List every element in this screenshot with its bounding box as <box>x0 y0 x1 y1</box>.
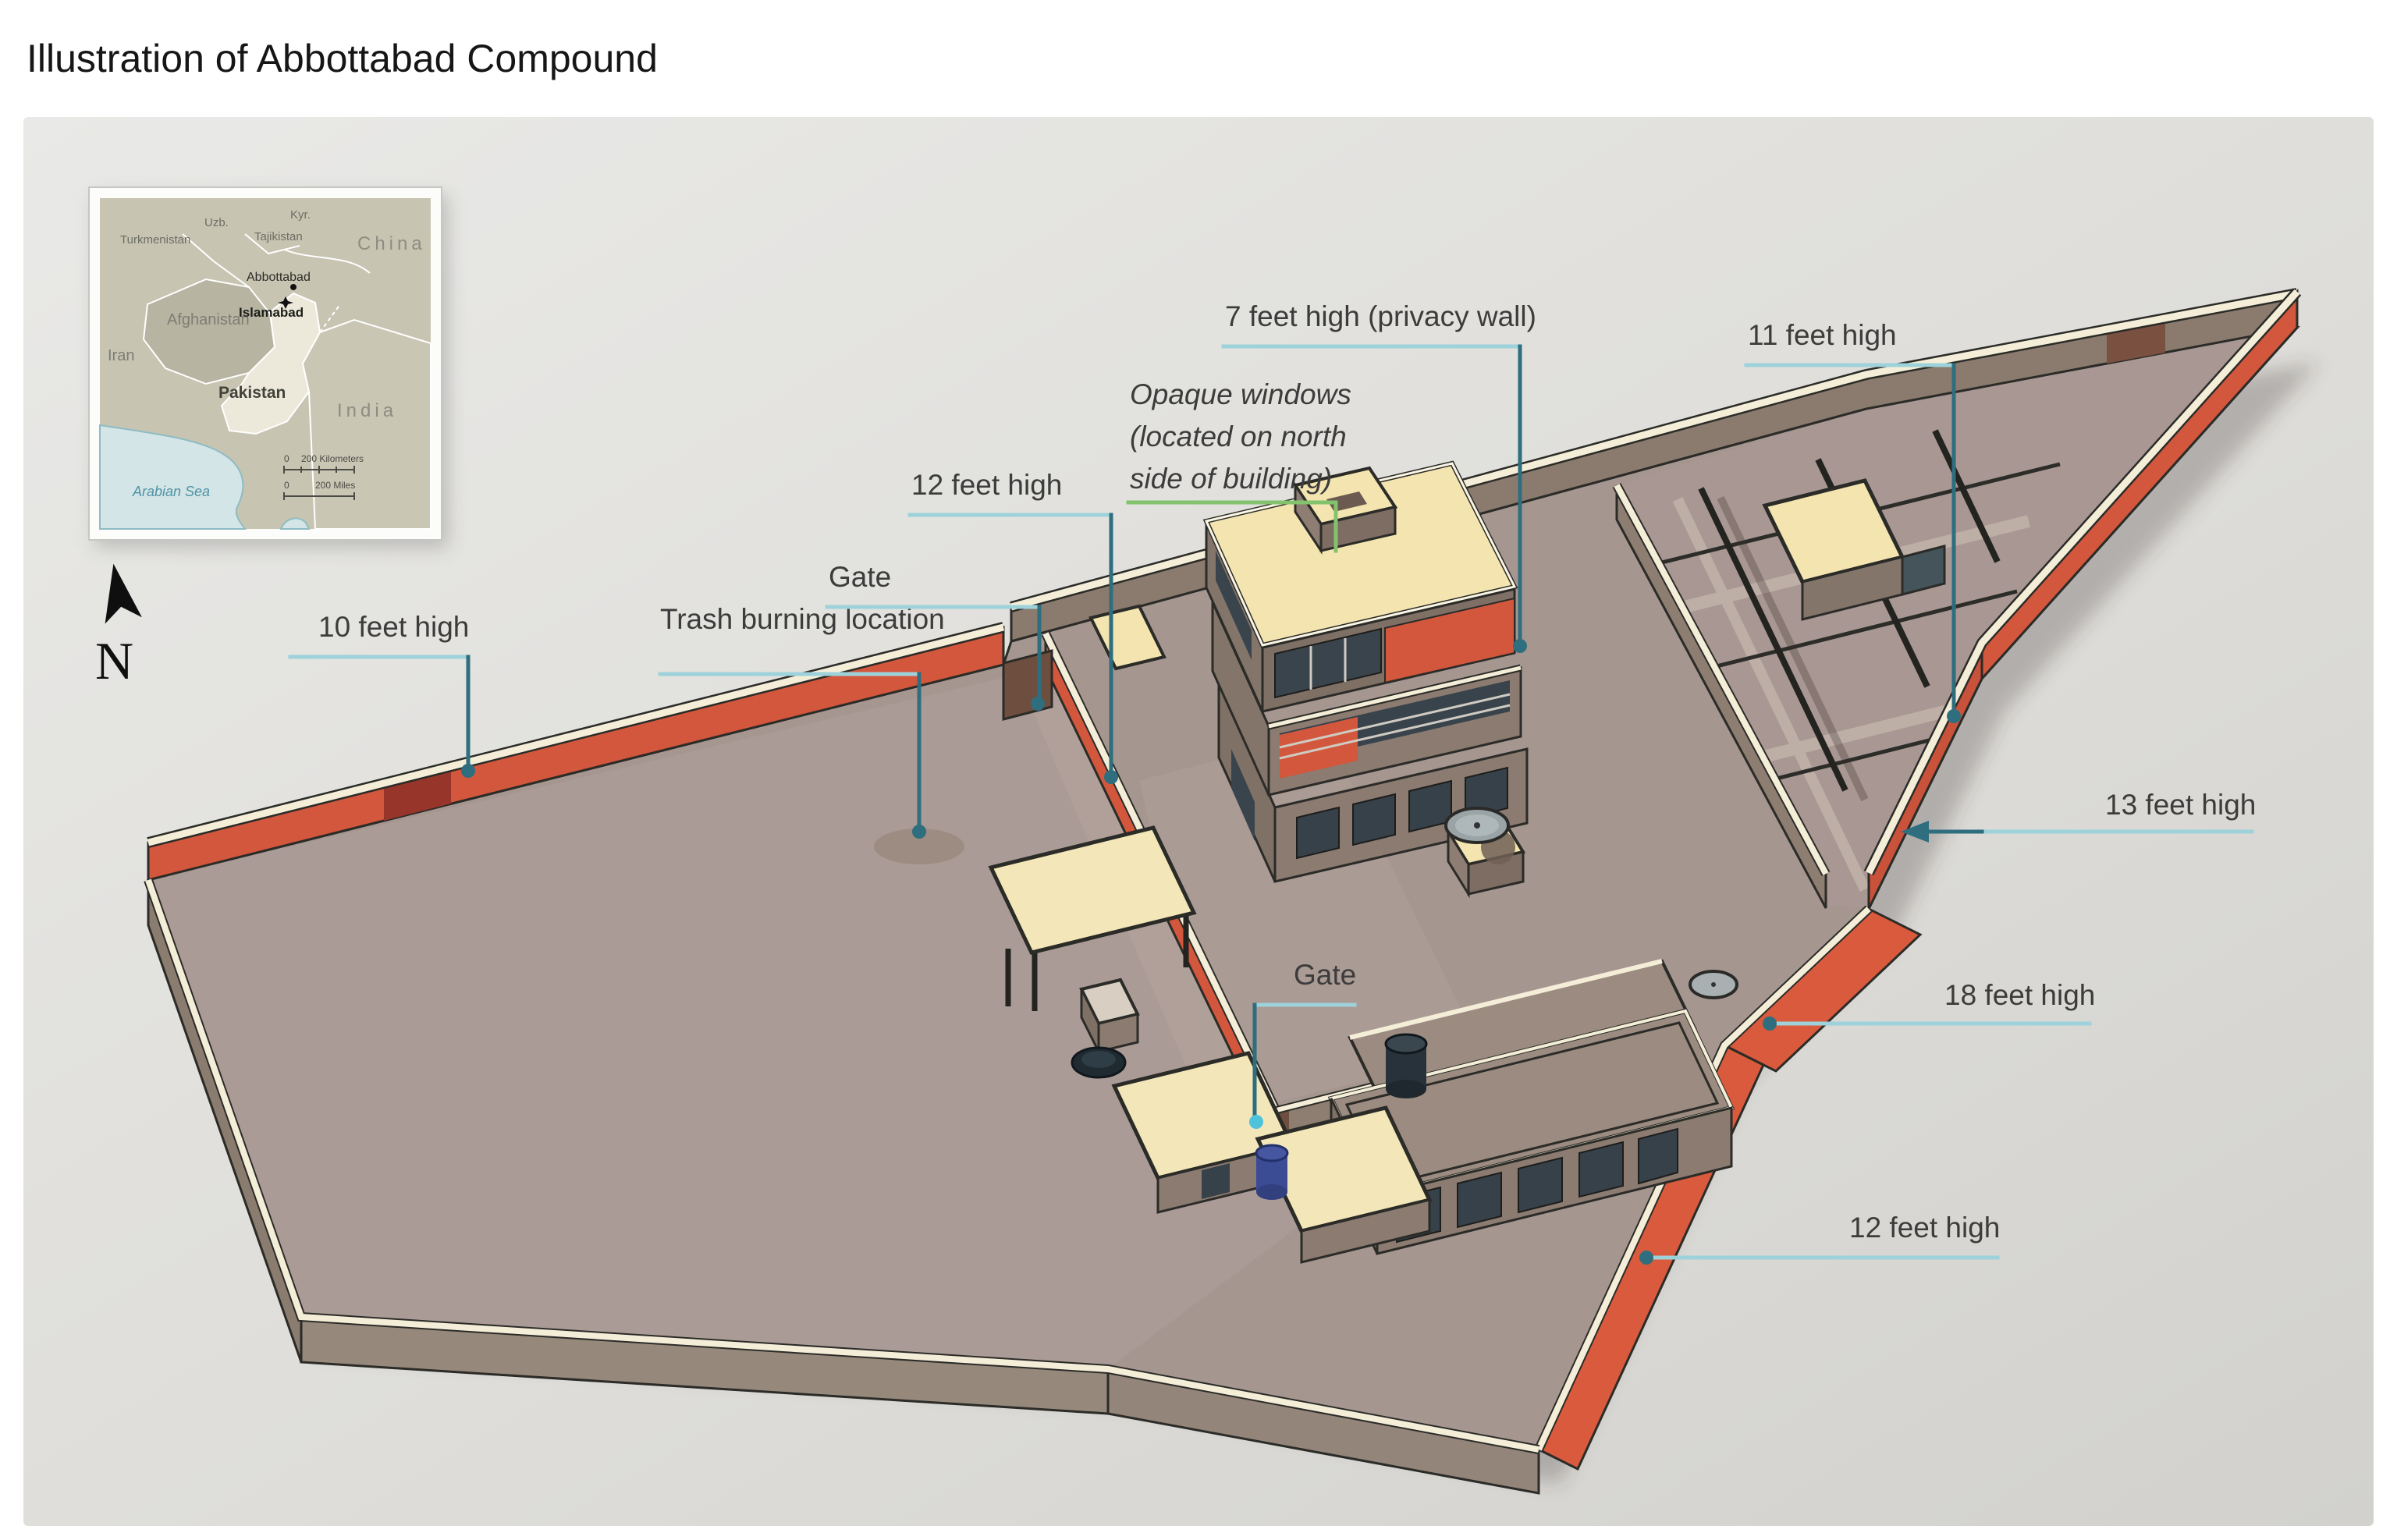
privacy-wall-7ft <box>1384 597 1515 684</box>
callout-privacy-wall: 7 feet high (privacy wall) <box>1221 300 1536 653</box>
map-label-uzb: Uzb. <box>204 216 229 229</box>
callout-gate-inner: Gate <box>1249 959 1357 1129</box>
trellis-table <box>988 825 1197 1011</box>
compound-drawing <box>144 288 2319 1495</box>
blue-barrel <box>1255 1144 1289 1200</box>
map-label-islamabad: Islamabad <box>239 305 304 320</box>
ground-basin <box>1071 1046 1127 1079</box>
map-scale-mi: 200 Miles <box>315 480 355 491</box>
map-arabian-sea <box>99 424 247 530</box>
label-gate-inner: Gate <box>1294 959 1356 991</box>
map-label-arabian-sea: Arabian Sea <box>132 484 210 499</box>
south-wall-top <box>145 878 1539 1453</box>
callout-12ft-south: 12 feet high <box>1639 1212 2000 1265</box>
map-pakistan-shape <box>220 292 321 435</box>
trash-burning-spot <box>874 829 964 864</box>
annotation-labels: 10 feet high Trash burning location Gate… <box>288 300 2256 1265</box>
map-scale-km: 200 Kilometers <box>301 453 364 464</box>
label-privacy-wall: 7 feet high (privacy wall) <box>1225 300 1536 332</box>
compass-label: N <box>95 631 133 690</box>
map-label-china: China <box>357 233 426 254</box>
main-house <box>1202 460 1529 883</box>
garden-ground <box>1617 328 2297 909</box>
stool-cube <box>1079 978 1140 1053</box>
garden-shed <box>1762 478 1946 621</box>
label-18ft: 18 feet high <box>1944 979 2095 1011</box>
callout-gate-north: Gate <box>825 561 1045 711</box>
southeast-wall-top <box>1536 907 1871 1451</box>
label-gate-north: Gate <box>829 561 891 593</box>
label-12ft-top: 12 feet high <box>911 469 1062 501</box>
map-label-iran: Iran <box>108 347 134 364</box>
label-11ft: 11 feet high <box>1748 319 1897 351</box>
water-tank <box>1384 1033 1428 1098</box>
callout-12ft-top: 12 feet high <box>907 469 1118 784</box>
callout-18ft: 18 feet high <box>1763 979 2095 1031</box>
floor2-red-panel <box>1280 717 1358 779</box>
main-gate <box>1002 649 1053 721</box>
callout-opaque-windows: Opaque windows (located on north side of… <box>1126 378 1351 553</box>
compass: N <box>95 563 142 690</box>
north-wall-top <box>147 623 1005 846</box>
label-13ft: 13 feet high <box>2105 789 2256 821</box>
label-opaque-1: Opaque windows <box>1130 378 1351 410</box>
map-label-india: India <box>337 400 397 421</box>
label-10ft: 10 feet high <box>318 611 469 643</box>
map-label-kyr: Kyr. <box>290 208 311 222</box>
abbottabad-marker-icon <box>290 284 297 290</box>
north-arrow-icon <box>105 563 142 624</box>
map-label-turkmenistan: Turkmenistan <box>120 233 190 247</box>
callout-11ft: 11 feet high <box>1744 319 1961 723</box>
east-wall-top <box>1865 289 2300 875</box>
map-content: Turkmenistan Uzb. Tajikistan Kyr. China … <box>99 198 431 530</box>
label-opaque-2: (located on north <box>1130 420 1347 452</box>
label-12ft-south: 12 feet high <box>1849 1212 2000 1244</box>
map-scale-zero-km: 0 <box>284 453 289 464</box>
callout-10ft: 10 feet high <box>288 611 475 778</box>
map-label-pakistan: Pakistan <box>218 384 286 402</box>
inset-map: Turkmenistan Uzb. Tajikistan Kyr. China … <box>88 186 448 548</box>
label-opaque-3: side of building) <box>1130 463 1332 495</box>
page-title: Illustration of Abbottabad Compound <box>27 37 658 80</box>
map-label-afghanistan: Afghanistan <box>167 311 250 328</box>
satellite-dish-tower <box>1444 807 1526 899</box>
map-label-tajikistan: Tajikistan <box>254 230 303 243</box>
callout-13ft: 13 feet high <box>1901 789 2256 843</box>
islamabad-star-icon <box>278 296 293 309</box>
map-scale-zero-mi: 0 <box>284 480 289 491</box>
map-india-shape <box>301 318 431 530</box>
arrow-13ft-icon <box>1901 821 1929 843</box>
map-scale: 0 200 Kilometers 0 200 Miles <box>283 453 364 500</box>
west-field-ground <box>148 668 1311 1369</box>
map-label-abbottabad: Abbottabad <box>247 271 311 284</box>
